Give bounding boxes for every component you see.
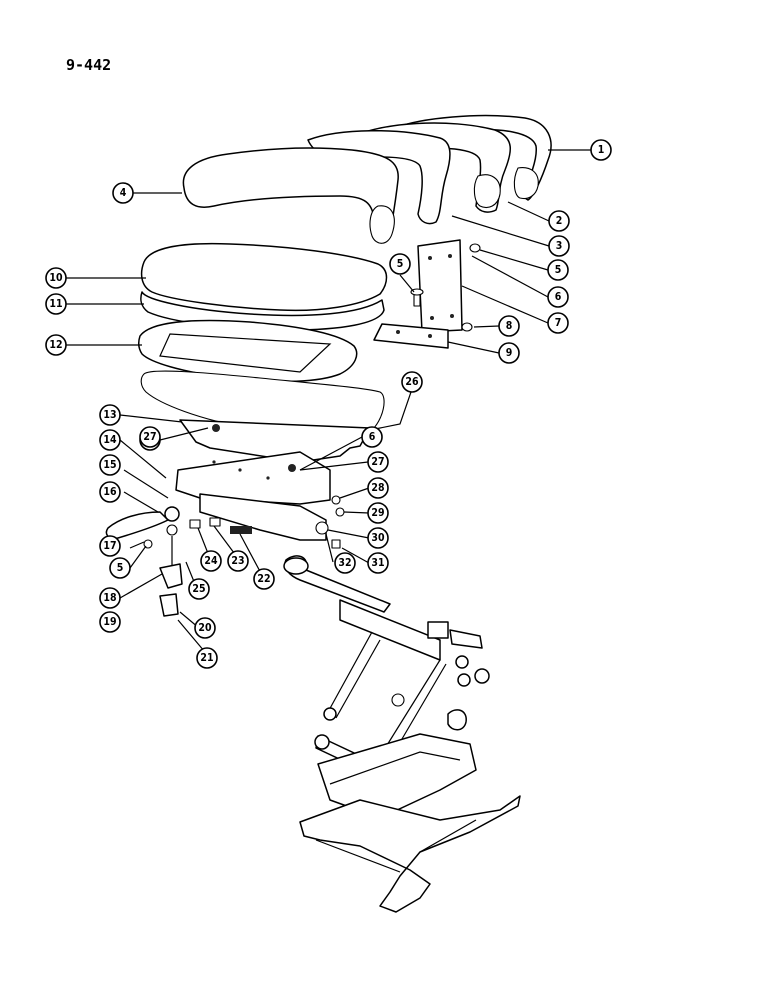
callout-16-label: 16 [103, 486, 117, 498]
callout-12-label: 12 [49, 339, 62, 351]
back-bracket-plate-part [417, 239, 463, 333]
callout-20-label: 20 [198, 622, 212, 634]
callout-24-label: 24 [204, 555, 218, 567]
callout-1: 1 [590, 139, 612, 161]
callout-7-label: 7 [555, 317, 562, 329]
backrest-cushion-part [182, 147, 399, 244]
callout-14-label: 14 [103, 434, 117, 446]
callout-13: 13 [99, 404, 121, 426]
callout-31: 31 [367, 552, 389, 574]
callout-21: 21 [196, 647, 218, 669]
seat-pan-part [137, 319, 358, 383]
callout-27-label: 27 [371, 456, 384, 468]
callout-5-label: 5 [117, 562, 124, 574]
seat-base-plate-part [175, 451, 331, 505]
callout-2: 2 [548, 210, 570, 232]
callout-28-label: 28 [371, 482, 384, 494]
callout-5: 5 [389, 253, 411, 275]
callout-30-label: 30 [371, 532, 385, 544]
callout-17: 17 [99, 535, 121, 557]
callout-29: 29 [367, 502, 389, 524]
callout-15-label: 15 [103, 459, 116, 471]
callout-32: 32 [334, 552, 356, 574]
callout-19: 19 [99, 611, 121, 633]
callout-6: 6 [361, 426, 383, 448]
seat-cushion-part [140, 242, 388, 312]
callout-7: 7 [547, 312, 569, 334]
callout-10-label: 10 [49, 272, 63, 284]
callout-5: 5 [109, 557, 131, 579]
callout-16: 16 [99, 481, 121, 503]
callout-11: 11 [45, 293, 67, 315]
callout-30: 30 [367, 527, 389, 549]
callout-27: 27 [367, 451, 389, 473]
callout-22-label: 22 [257, 573, 270, 585]
callout-9-label: 9 [506, 347, 513, 359]
callout-27: 27 [139, 426, 161, 448]
callout-26: 26 [401, 371, 423, 393]
callout-15: 15 [99, 454, 121, 476]
page-number: 9-442 [66, 56, 112, 74]
callout-8-label: 8 [506, 320, 513, 332]
callout-4: 4 [112, 182, 134, 204]
callout-10: 10 [45, 267, 67, 289]
callout-22: 22 [253, 568, 275, 590]
callout-21-label: 21 [200, 652, 213, 664]
callout-29-label: 29 [371, 507, 384, 519]
adjuster-hardware-part [143, 495, 345, 549]
callout-12: 12 [45, 334, 67, 356]
callout-20: 20 [194, 617, 216, 639]
callout-5: 5 [547, 259, 569, 281]
callout-6-label: 6 [369, 431, 376, 443]
callout-14: 14 [99, 429, 121, 451]
callout-5-label: 5 [555, 264, 562, 276]
callout-26-label: 26 [405, 376, 419, 388]
callout-8: 8 [498, 315, 520, 337]
callout-25: 25 [188, 578, 210, 600]
callout-2-label: 2 [556, 215, 563, 227]
callout-3: 3 [548, 235, 570, 257]
callout-25-label: 25 [192, 583, 205, 595]
callout-1-label: 1 [598, 144, 605, 156]
callout-4-label: 4 [120, 187, 127, 199]
callout-6-label: 6 [555, 291, 562, 303]
suspension-mechanism-part [283, 555, 521, 913]
back-bracket-bolt-part [410, 243, 481, 332]
callout-32-label: 32 [338, 557, 351, 569]
callout-23: 23 [227, 550, 249, 572]
back-bracket-angle-part [373, 323, 449, 349]
seat-rail-part [199, 493, 327, 541]
callout-5-label: 5 [397, 258, 404, 270]
callout-11-label: 11 [49, 298, 62, 310]
callout-13-label: 13 [103, 409, 116, 421]
callout-19-label: 19 [103, 616, 116, 628]
callout-3-label: 3 [556, 240, 563, 252]
callout-28: 28 [367, 477, 389, 499]
callout-31-label: 31 [371, 557, 384, 569]
callout-23-label: 23 [231, 555, 244, 567]
callout-18-label: 18 [103, 592, 116, 604]
callout-17-label: 17 [103, 540, 116, 552]
callout-27-label: 27 [143, 431, 156, 443]
callout-18: 18 [99, 587, 121, 609]
callout-6: 6 [547, 286, 569, 308]
callout-24: 24 [200, 550, 222, 572]
callout-9: 9 [498, 342, 520, 364]
